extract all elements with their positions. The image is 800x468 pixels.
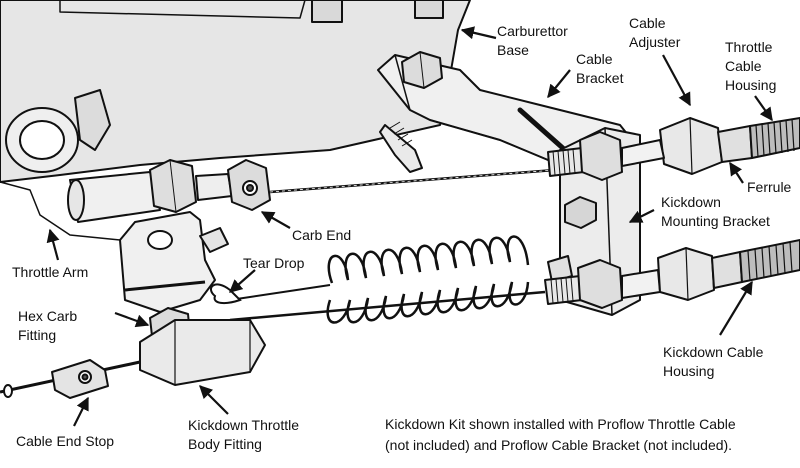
arrow-hex-carb-fitting xyxy=(114,311,150,328)
arrow-tear-drop xyxy=(229,269,256,293)
label-throttle-arm: Throttle Arm xyxy=(12,264,89,280)
label-hex-carb-fitting: Hex Carb Fitting xyxy=(18,308,78,343)
label-kickdown-throttle-body-fitting: Kickdown Throttle Body Fitting xyxy=(188,417,300,452)
label-ferrule: Ferrule xyxy=(747,179,792,195)
throttle-arm xyxy=(119,211,229,313)
label-tear-drop: Tear Drop xyxy=(243,255,305,271)
arrow-ferrule xyxy=(729,161,744,184)
kickdown-cable-assembly xyxy=(0,239,800,399)
label-kickdown-mounting-bracket: Kickdown Mounting Bracket xyxy=(661,194,770,229)
label-kickdown-cable-housing: Kickdown Cable Housing xyxy=(663,344,764,379)
label-carb-end: Carb End xyxy=(292,227,352,243)
arrow-cable-end-stop xyxy=(73,396,89,427)
pointer-arrows xyxy=(46,26,773,427)
label-cable-bracket: Cable Bracket xyxy=(576,51,624,86)
label-carburettor-base: Carburettor Base xyxy=(497,23,568,58)
arrow-kickdown-throttle-body-fitting xyxy=(199,385,229,415)
kickdown-spring xyxy=(210,235,530,324)
arrow-cable-adjuster xyxy=(662,54,691,107)
arrow-carburettor-base xyxy=(460,26,497,40)
arrow-throttle-arm xyxy=(46,228,60,261)
arrow-carb-end xyxy=(260,211,291,229)
caption: Kickdown Kit shown installed with Proflo… xyxy=(385,416,736,453)
throttle-cable-assembly xyxy=(67,117,800,223)
label-throttle-cable-housing: Throttle Cable Housing xyxy=(725,39,777,93)
arrow-kickdown-cable-housing xyxy=(719,280,753,336)
arrow-kickdown-mounting-bracket xyxy=(628,209,655,223)
label-cable-end-stop: Cable End Stop xyxy=(16,433,115,449)
arrow-throttle-cable-housing xyxy=(754,95,773,122)
carburettor-body xyxy=(0,0,471,241)
arrow-cable-bracket xyxy=(547,69,571,99)
label-cable-adjuster: Cable Adjuster xyxy=(629,15,681,50)
